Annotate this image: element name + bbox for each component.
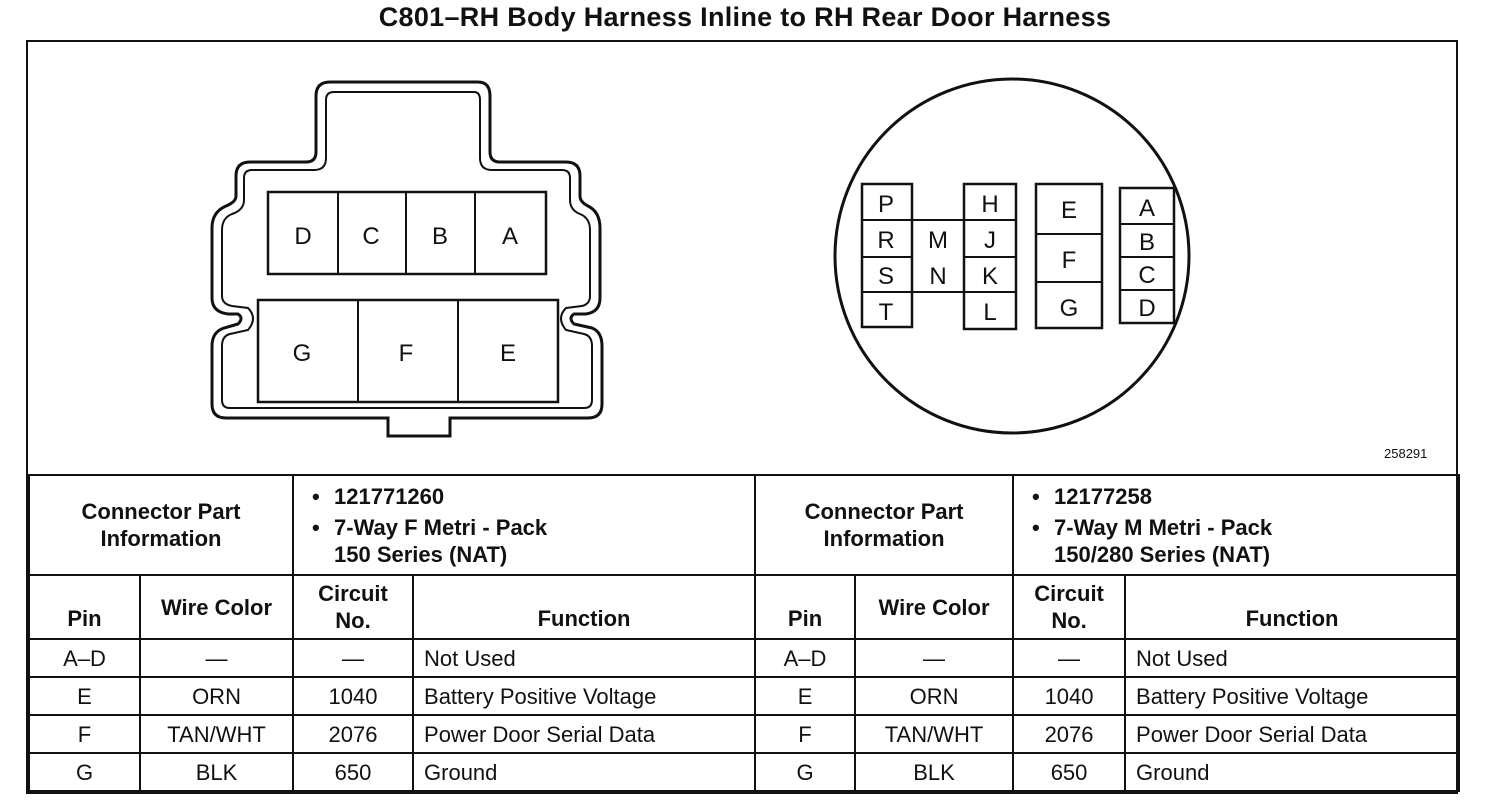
figure-number: 258291 [1384, 446, 1428, 461]
left-wire-color-cell: BLK [138, 752, 295, 792]
left-description-line1: 7-Way F Metri - Pack [334, 514, 548, 540]
table-row: A–D — — Not Used A–D — — Not Used [28, 638, 1461, 678]
right-wire-color-cell: ORN [854, 676, 1015, 716]
table-row: F TAN/WHT 2076 Power Door Serial Data F … [28, 714, 1461, 754]
left-wire-color-cell: — [138, 638, 295, 678]
male-pin-label: N [929, 263, 946, 290]
left-header-pin: Pin [28, 574, 141, 640]
female-pin-label: D [294, 223, 311, 250]
female-pin-label: E [500, 340, 516, 367]
female-pin-label: B [432, 223, 448, 250]
pinout-table: Connector Part Information 121771260 7-W… [27, 474, 1461, 792]
right-part-info-label: Connector Part Information [754, 474, 1015, 576]
right-circuit-cell: 2076 [1012, 714, 1127, 754]
left-part-info-label: Connector Part Information [27, 474, 295, 576]
left-function-cell: Power Door Serial Data [412, 714, 757, 754]
left-function-cell: Ground [412, 752, 757, 792]
left-header-wire-color: Wire Color [138, 574, 295, 640]
right-circuit-cell: — [1012, 638, 1127, 678]
male-pin-label: B [1139, 229, 1155, 256]
right-function-cell: Power Door Serial Data [1124, 714, 1461, 754]
male-pin-label: E [1061, 197, 1077, 224]
right-pin-cell: G [754, 752, 857, 792]
left-pin-cell: E [28, 676, 141, 716]
diagram-frame [26, 40, 1458, 794]
right-function-cell: Not Used [1124, 638, 1461, 678]
right-wire-color-cell: — [854, 638, 1015, 678]
male-pin-label: T [879, 299, 894, 326]
right-header-pin: Pin [754, 574, 857, 640]
right-pin-cell: F [754, 714, 857, 754]
male-pin-label: D [1138, 295, 1155, 322]
left-header-circuit: Circuit No. [292, 574, 415, 640]
right-pin-cell: A–D [754, 638, 857, 678]
female-bottom-row-outline [256, 298, 560, 404]
left-wire-color-cell: ORN [138, 676, 295, 716]
right-wire-color-cell: TAN/WHT [854, 714, 1015, 754]
male-pin-label: M [928, 227, 948, 254]
male-pin-label: K [982, 263, 998, 290]
column-header-row: Pin Wire Color Circuit No. Function Pin … [28, 574, 1461, 640]
male-pin-label: L [983, 299, 996, 326]
male-pin-label: S [878, 263, 894, 290]
right-function-cell: Ground [1124, 752, 1461, 792]
right-part-number: 12177258 [1032, 483, 1448, 510]
female-connector-housing [210, 80, 604, 438]
left-function-cell: Battery Positive Voltage [412, 676, 757, 716]
left-wire-color-cell: TAN/WHT [138, 714, 295, 754]
male-pin-label: G [1060, 295, 1079, 322]
right-header-wire-color: Wire Color [854, 574, 1015, 640]
male-pin-label: J [984, 227, 996, 254]
male-small-column [1118, 186, 1176, 325]
left-circuit-cell: 2076 [292, 714, 415, 754]
right-description-line1: 7-Way M Metri - Pack [1054, 514, 1273, 540]
left-description-line2: 150 Series (NAT) [334, 541, 508, 567]
part-info-row: Connector Part Information 121771260 7-W… [27, 474, 1461, 576]
right-function-cell: Battery Positive Voltage [1124, 676, 1461, 716]
female-pin-label: F [399, 340, 414, 367]
left-pin-cell: F [28, 714, 141, 754]
diagram-title: C801–RH Body Harness Inline to RH Rear D… [378, 2, 1112, 32]
female-pin-label: A [502, 223, 518, 250]
right-description-line2: 150/280 Series (NAT) [1054, 541, 1271, 567]
left-circuit-cell: — [292, 638, 415, 678]
left-header-function: Function [412, 574, 757, 640]
female-pin-label: G [293, 340, 312, 367]
left-function-cell: Not Used [412, 638, 757, 678]
left-pin-cell: A–D [28, 638, 141, 678]
right-circuit-cell: 1040 [1012, 676, 1127, 716]
table-row: E ORN 1040 Battery Positive Voltage E OR… [28, 676, 1461, 716]
male-pin-label: F [1062, 247, 1077, 274]
male-pin-label: A [1139, 195, 1155, 222]
male-pin-label: C [1138, 262, 1155, 289]
female-connector-inner-outline [221, 91, 593, 409]
right-wire-color-cell: BLK [854, 752, 1015, 792]
male-left-block [860, 182, 914, 329]
right-header-function: Function [1124, 574, 1461, 640]
right-pin-cell: E [754, 676, 857, 716]
male-connector-circle [833, 77, 1191, 435]
male-pin-label: R [877, 227, 894, 254]
male-large-cavity-block [1034, 182, 1104, 330]
left-part-number: 121771260 [312, 483, 744, 510]
left-circuit-cell: 1040 [292, 676, 415, 716]
male-pin-label: H [981, 191, 998, 218]
table-row: G BLK 650 Ground G BLK 650 Ground [28, 752, 1461, 792]
right-circuit-cell: 650 [1012, 752, 1127, 792]
male-pin-label: P [878, 191, 894, 218]
right-header-circuit: Circuit No. [1012, 574, 1127, 640]
female-pin-label: C [362, 223, 379, 250]
left-circuit-cell: 650 [292, 752, 415, 792]
left-pin-cell: G [28, 752, 141, 792]
